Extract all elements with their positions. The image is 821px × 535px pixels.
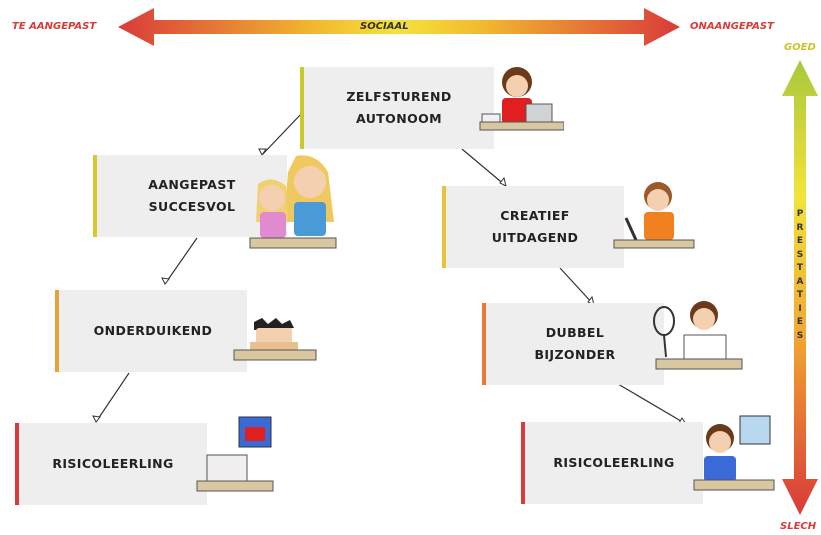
boy-with-racket-icon [653, 301, 743, 370]
box-risico-right: RISICOLEERLING [521, 422, 703, 504]
box-risico-left-line1: RISICOLEERLING [52, 456, 174, 472]
social-axis-arrow [118, 8, 680, 46]
connector-creatief-dubbel [559, 267, 595, 306]
box-dubbel-line2: BIJZONDER [534, 347, 616, 362]
performance-axis-label: PRESTATIES [796, 209, 804, 341]
box-aangepast-line2: SUCCESVOL [148, 199, 236, 214]
box-zelfsturend-line1: ZELFSTUREND [346, 89, 452, 105]
performance-axis-arrow [782, 60, 818, 515]
box-zelfsturend: ZELFSTUREND AUTONOOM [300, 67, 494, 149]
sad-boy-computer-icon [693, 415, 775, 491]
box-dubbel: DUBBEL BIJZONDER [482, 303, 664, 385]
box-risico-right-line1: RISICOLEERLING [553, 455, 675, 471]
boy-drawing-icon [613, 182, 695, 249]
te-aangepast-label: TE AANGEPAST [12, 21, 97, 32]
social-axis-label: SOCIAAL [360, 21, 409, 32]
box-creatief: CREATIEF UITDAGEND [442, 186, 624, 268]
box-aangepast-line1: AANGEPAST [148, 177, 236, 193]
connector-zelfsturend-aangepast [261, 112, 303, 156]
box-creatief-line2: UITDAGEND [491, 230, 579, 245]
box-onderduikend-line1: ONDERDUIKEND [93, 323, 213, 339]
box-zelfsturend-line2: AUTONOOM [356, 111, 442, 126]
connector-aangepast-onderduikend [164, 237, 198, 285]
connector-onderduikend-risico-left [95, 372, 130, 423]
box-aangepast: AANGEPAST SUCCESVOL [93, 155, 287, 237]
slech-label: SLECH [780, 521, 817, 532]
arrowhead [92, 415, 101, 423]
arrowhead [258, 148, 267, 156]
girl-at-laptop-icon [479, 67, 564, 131]
connector-zelfsturend-creatief [461, 148, 507, 187]
hiding-student-icon [233, 318, 317, 361]
arrowhead [499, 176, 507, 187]
onaangepast-label: ONAANGEPAST [690, 21, 774, 32]
arrowhead [161, 277, 170, 285]
box-onderduikend: ONDERDUIKEND [55, 290, 247, 372]
empty-desk-computer-icon [196, 416, 274, 492]
box-creatief-line1: CREATIEF [500, 208, 570, 224]
connector-dubbel-risico-right [617, 383, 687, 425]
box-dubbel-line1: DUBBEL [545, 325, 605, 341]
two-girls-reading-icon [249, 155, 337, 249]
box-risico-left: RISICOLEERLING [15, 423, 207, 505]
goed-label: GOED [784, 42, 816, 53]
